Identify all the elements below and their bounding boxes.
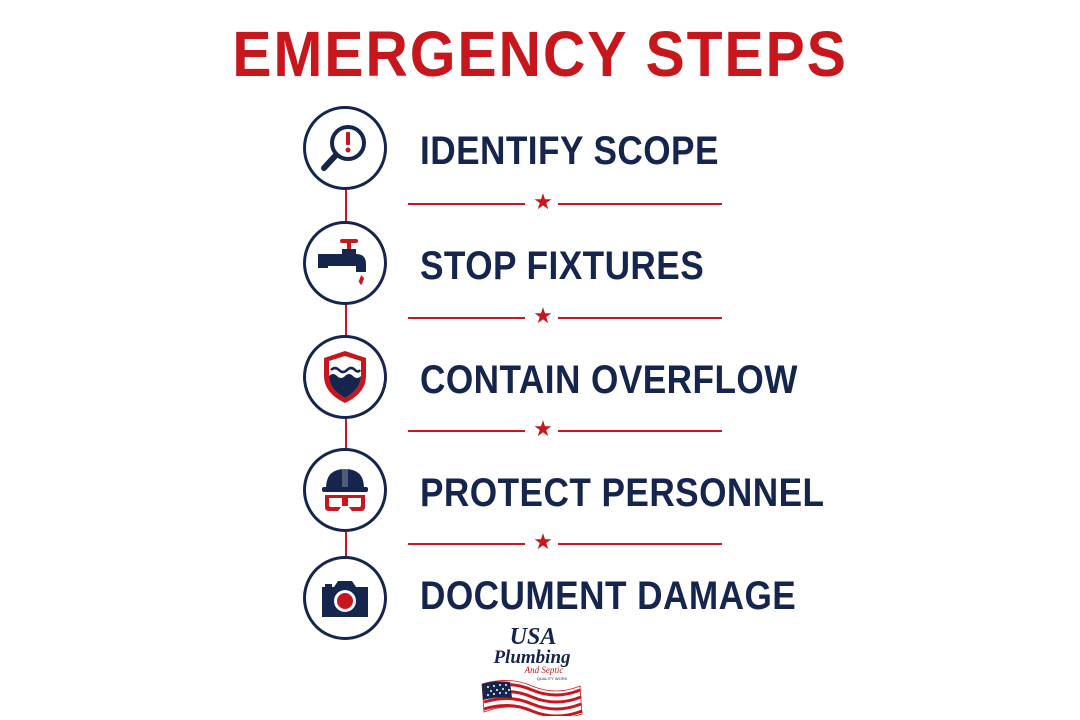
step-label-identify-scope: IDENTIFY SCOPE [420, 129, 719, 173]
step-label-document-damage: DOCUMENT DAMAGE [420, 574, 797, 618]
faucet-drip-icon [303, 221, 387, 305]
step-divider: ★ [408, 419, 722, 441]
american-flag-icon [481, 680, 583, 718]
step-label-protect-personnel: PROTECT PERSONNEL [420, 471, 825, 515]
usa-plumbing-logo: USA Plumbing And Septic QUALITY WORK [470, 622, 596, 718]
step-label-contain-overflow: CONTAIN OVERFLOW [420, 358, 798, 402]
hard-hat-goggles-icon [303, 448, 387, 532]
step-label-stop-fixtures: STOP FIXTURES [420, 244, 705, 288]
step-divider: ★ [408, 532, 722, 554]
logo-line3: And Septic [524, 665, 564, 675]
logo-tagline: QUALITY WORK [537, 676, 568, 681]
page-title: EMERGENCY STEPS [232, 18, 848, 90]
shield-water-icon [303, 335, 387, 419]
step-divider: ★ [408, 192, 722, 214]
step-divider: ★ [408, 306, 722, 328]
camera-icon [303, 556, 387, 640]
logo-line1: USA [510, 624, 557, 650]
logo-line2: Plumbing [492, 647, 570, 668]
magnifier-alert-icon [303, 106, 387, 190]
